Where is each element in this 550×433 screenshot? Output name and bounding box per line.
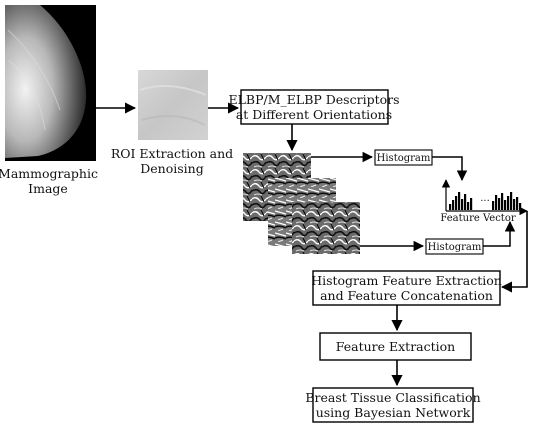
feature-vector-dots: ... [480, 193, 490, 204]
hist-extract-line1: Histogram Feature Extraction [311, 273, 502, 288]
elbp-descriptors-box [240, 89, 389, 125]
elbp-box-line1: ELBP/M_ELBP Descriptors [228, 92, 399, 107]
mammogram-label-line2: Image [28, 181, 68, 196]
feature-vector-bar [492, 201, 495, 210]
roi-image [138, 70, 208, 140]
arrow-histogram-bottom-to-feature-vector [483, 220, 516, 247]
arrow-feature-vector-to-concatenation [500, 211, 528, 293]
feature-vector-bar [498, 198, 501, 210]
classification-line2: using Bayesian Network [316, 405, 471, 420]
feature-vector-label: Feature Vector [440, 213, 515, 224]
classification-line1: Breast Tissue Classification [305, 390, 480, 405]
feature-vector-bar [458, 192, 461, 210]
feature-vector-bar [510, 192, 513, 210]
feature-vector-bar [513, 199, 516, 210]
feature-vector-graphic: ... [441, 179, 528, 216]
histogram-bottom-label: Histogram [428, 242, 482, 253]
feature-extraction-label: Feature Extraction [336, 339, 455, 354]
arrow-histogram-top-to-feature-vector [432, 156, 468, 182]
classification-box [312, 387, 474, 423]
elbp-box-line2: at Different Orientations [236, 107, 392, 122]
feature-vector-bar [467, 202, 470, 210]
feature-vector-bar [516, 197, 519, 210]
feature-vector-bar [461, 199, 464, 210]
elbp-texture-image-3 [292, 202, 360, 254]
feature-vector-bar [470, 198, 473, 210]
feature-vector-bar [464, 194, 467, 210]
hist-extract-line2: and Feature Concatenation [320, 288, 493, 303]
histogram-feature-extraction-box [312, 270, 501, 306]
feature-vector-bar [452, 200, 455, 210]
feature-vector-bar [455, 196, 458, 210]
feature-vector-bar [507, 196, 510, 210]
mammogram-label-line1: Mammographic [0, 166, 98, 181]
mammogram-image [5, 5, 96, 161]
feature-vector-bar [449, 204, 452, 210]
feature-extraction-box [319, 332, 472, 361]
roi-label-line2: Denoising [140, 161, 203, 176]
feature-vector-bar [519, 203, 522, 210]
feature-vector-bar [495, 195, 498, 210]
feature-vector-bar [501, 193, 504, 210]
histogram-top-label: Histogram [377, 153, 431, 164]
roi-label-line1: ROI Extraction and [111, 146, 233, 161]
feature-vector-bar [504, 200, 507, 210]
